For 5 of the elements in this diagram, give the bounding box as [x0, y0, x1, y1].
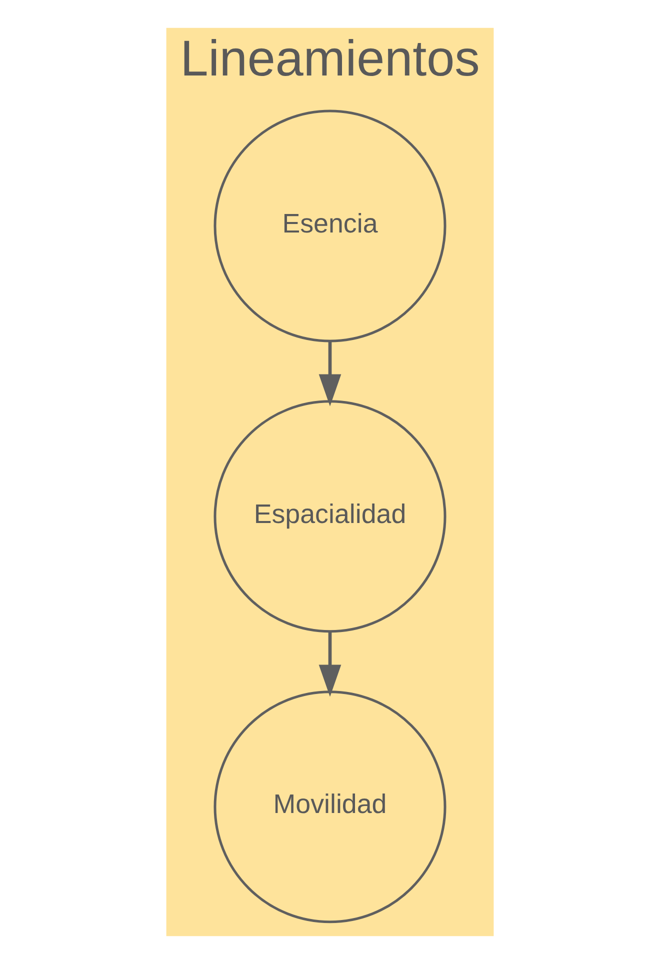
- arrow: [318, 632, 341, 697]
- node-circle: Movilidad: [213, 690, 446, 924]
- node-circle: Espacialidad: [213, 400, 446, 633]
- node-circle: Esencia: [213, 110, 446, 342]
- arrow: [318, 341, 341, 406]
